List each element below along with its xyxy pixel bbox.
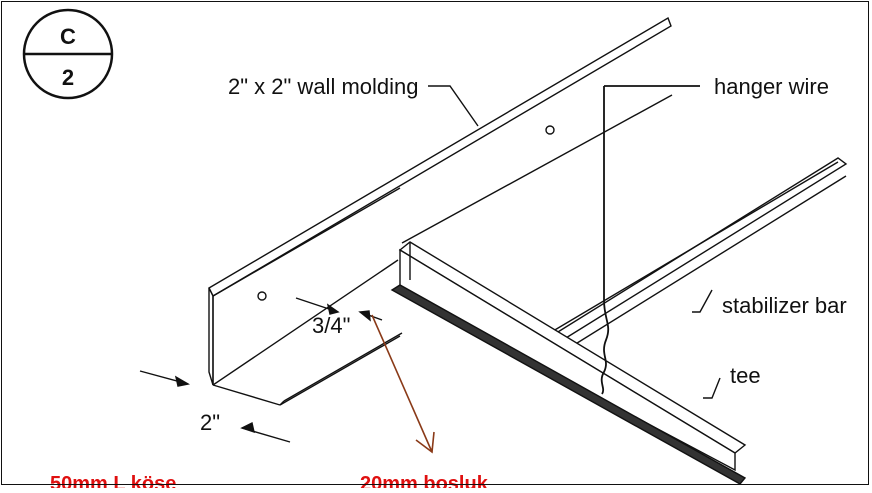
fastener-icon [545,125,555,135]
gap-dimension-label: 3/4" [312,313,350,338]
leader-lines [139,85,721,443]
annotation-right: 20mm boşluk [360,473,489,488]
wall-molding [208,16,673,406]
main-tee [390,241,747,485]
gap-arrow-icon [371,314,435,454]
height-dimension-label: 2" [200,410,220,435]
hanger-wire [600,85,700,395]
fastener-icon [257,291,267,301]
badge-top-text: C [60,24,76,49]
annotation-left: 50mm L köşe [50,473,176,488]
tee-label: tee [730,363,761,388]
badge-bottom-text: 2 [62,65,74,90]
detail-badge: C 2 [22,8,114,100]
hanger-wire-label: hanger wire [714,74,829,99]
stabilizer-bar [543,157,848,359]
wall-molding-label: 2" x 2" wall molding [228,74,418,99]
stabilizer-bar-label: stabilizer bar [722,293,847,318]
